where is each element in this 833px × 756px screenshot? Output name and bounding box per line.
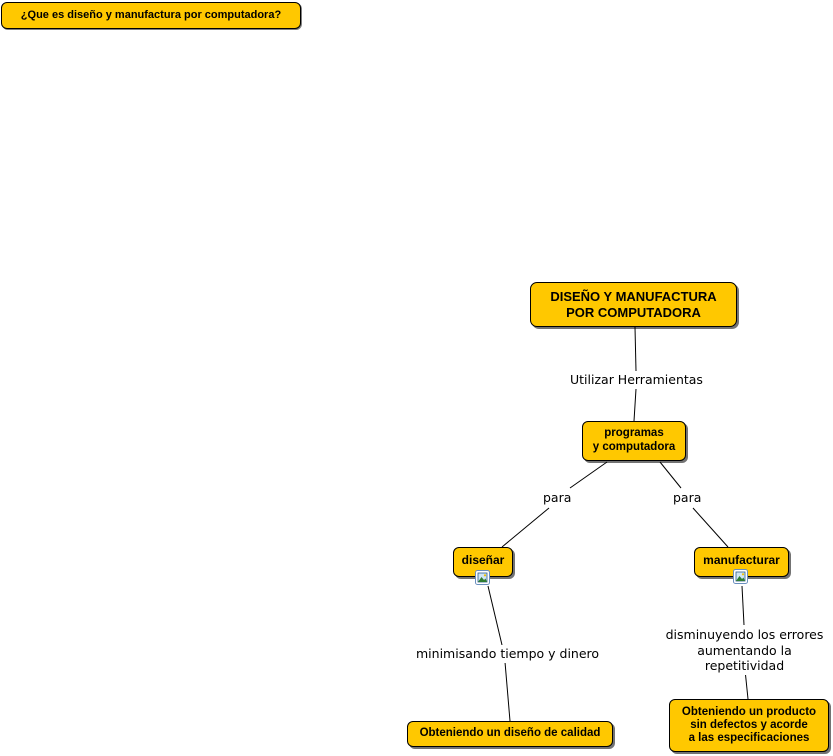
line-para-left-to-disenar [501,507,550,548]
main-concept-label: DISEÑO Y MANUFACTURA POR COMPUTADORA [550,288,717,320]
concept-programas-node[interactable]: programas y computadora [582,421,686,461]
main-concept-node[interactable]: DISEÑO Y MANUFACTURA POR COMPUTADORA [530,282,737,327]
line-minimisando-to-result [504,661,511,722]
link-label-minimisando: minimisando tiempo y dinero [414,645,602,663]
concept-manufacturar-label: manufacturar [703,552,780,567]
result-producto-node[interactable]: Obteniendo un producto sin defectos y ac… [669,699,829,752]
line-para-right-to-manufacturar [692,507,729,548]
result-diseno-node[interactable]: Obteniendo un diseño de calidad [407,721,613,747]
link-label-para-left: para [541,489,574,507]
question-box[interactable]: ¿Que es diseño y manufactura por computa… [1,2,301,29]
question-text: ¿Que es diseño y manufactura por computa… [20,8,282,21]
link-label-para-right: para [671,489,704,507]
result-producto-label: Obteniendo un producto sin defectos y ac… [681,705,817,745]
line-disenar-to-minimisando [487,585,503,646]
line-programas-to-para-right [659,461,682,489]
link-label-disminuyendo: disminuyendo los errores aumentando la r… [656,626,833,675]
concept-disenar-label: diseñar [461,552,505,567]
image-icon[interactable] [733,569,748,584]
line-utilizar-to-programas [633,388,637,422]
concept-programas-label: programas y computadora [592,427,676,453]
link-label-utilizar: Utilizar Herramientas [568,371,705,389]
image-icon[interactable] [475,570,490,585]
line-main-to-utilizar [634,326,637,372]
result-diseno-label: Obteniendo un diseño de calidad [419,727,601,740]
line-programas-to-para-left [569,461,608,489]
line-manufacturar-to-disminuyendo [741,585,745,626]
